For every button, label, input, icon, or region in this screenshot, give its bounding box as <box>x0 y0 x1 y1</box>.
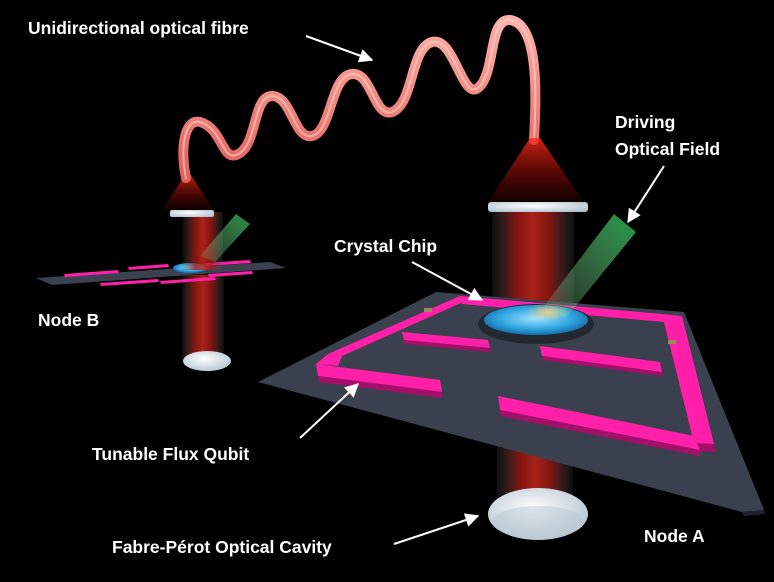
node-b-label: Node B <box>38 310 99 330</box>
node-b-bottom-mirror <box>183 351 231 371</box>
node-a-flux-qubit <box>316 296 716 456</box>
node-a-fibre-cone <box>486 138 586 205</box>
crystal-chip-arrow <box>411 261 484 301</box>
node-a-bottom-mirror-shade <box>492 506 584 538</box>
node-b-driving-beam <box>200 214 250 262</box>
node-b-flux-qubit <box>64 260 253 286</box>
node-b-assembly <box>36 175 286 371</box>
optical-fibre-highlight <box>182 18 537 179</box>
fibre-label: Unidirectional optical fibre <box>28 18 249 38</box>
node-b-lower-beam <box>182 275 224 360</box>
node-a-assembly <box>258 138 765 540</box>
node-b-chip-plate <box>36 262 286 285</box>
driving-field-label-line2: Optical Field <box>615 139 720 159</box>
annotation-arrows <box>299 35 665 545</box>
driving-field-arrow <box>627 165 665 224</box>
flux-qubit-arrow <box>299 383 360 439</box>
flux-qubit-label: Tunable Flux Qubit <box>92 444 249 464</box>
node-b-fibre-cone <box>162 175 214 210</box>
cavity-label: Fabre-Pérot Optical Cavity <box>112 537 332 557</box>
node-a-top-mirror <box>488 202 588 212</box>
node-a-label: Node A <box>644 526 705 546</box>
node-b-top-mirror <box>170 210 214 217</box>
node-a-driving-beam <box>544 214 636 318</box>
cavity-arrow <box>393 513 480 545</box>
node-a-chip-plate-edge <box>742 510 765 516</box>
fibre-arrow <box>305 35 374 63</box>
crystal-chip-label: Crystal Chip <box>334 236 437 256</box>
driving-field-label-line1: Driving <box>615 112 675 132</box>
